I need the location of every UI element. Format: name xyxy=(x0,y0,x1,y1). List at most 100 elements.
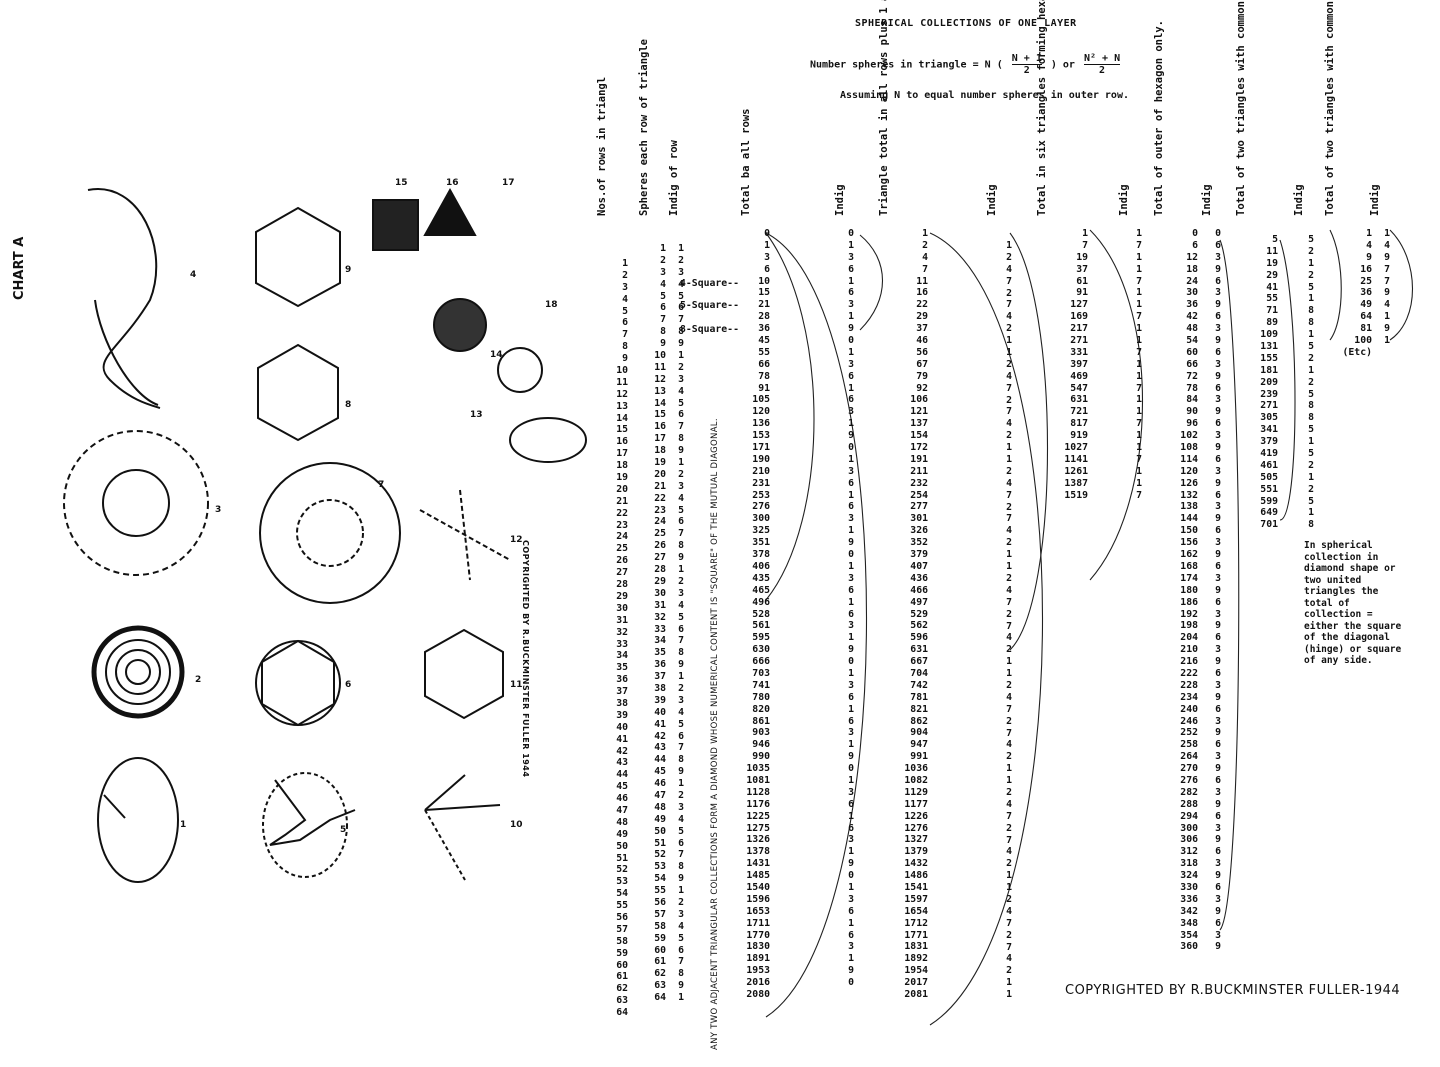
column-cell: 2 xyxy=(1308,376,1314,388)
column-cell: 55 xyxy=(654,885,666,897)
column-cell: 7 xyxy=(678,956,684,968)
column-cell: 45 xyxy=(758,335,770,347)
column-cell: 3 xyxy=(848,834,854,846)
column-cell: 5 xyxy=(622,305,628,317)
column-cell: 6 xyxy=(1215,275,1221,287)
column-cell: 6 xyxy=(678,302,684,314)
column-cell: 234 xyxy=(1180,691,1198,703)
arc-total-rows xyxy=(765,232,867,1018)
square-label: 5-Square-- xyxy=(680,300,739,311)
column-cell: 9 xyxy=(848,644,854,656)
column-cell: 821 xyxy=(910,703,928,715)
column-cell: 92 xyxy=(916,382,928,394)
column-cell: 6 xyxy=(1215,632,1221,644)
column-cell: 336 xyxy=(1180,893,1198,905)
arc-two-tri-center xyxy=(1279,239,1296,521)
column-cell: 0 xyxy=(848,442,854,454)
column-cell: 47 xyxy=(654,789,666,801)
figure-number: 17 xyxy=(502,178,515,188)
column-cell: 8 xyxy=(678,326,684,338)
column-cell: 331 xyxy=(1070,346,1088,358)
formula-n: N xyxy=(984,59,991,71)
column-cell: 254 xyxy=(910,489,928,501)
column-cell: 1379 xyxy=(904,846,928,858)
column-cell: 7 xyxy=(1006,941,1012,953)
column-cell: 9 xyxy=(1215,941,1221,953)
column-cell: 7 xyxy=(1136,275,1142,287)
column-cell: 9 xyxy=(848,430,854,442)
column-cell: 1036 xyxy=(904,763,928,775)
column-cell: 131 xyxy=(1260,341,1278,353)
column-cell: 352 xyxy=(910,537,928,549)
column-cell: 19 xyxy=(1076,251,1088,263)
outer-circle-fig7 xyxy=(259,462,401,604)
column-cell: 341 xyxy=(1260,424,1278,436)
column-cell: 56 xyxy=(654,896,666,908)
column-cell: 7 xyxy=(678,314,684,326)
column-cell: 2081 xyxy=(904,989,928,1000)
column-cell: 228 xyxy=(1180,679,1198,691)
column-cell: 7 xyxy=(1006,620,1012,632)
column-cell: 406 xyxy=(752,560,770,572)
column-cell: 596 xyxy=(910,632,928,644)
column-cell: 1 xyxy=(1006,763,1012,775)
column-cell: 57 xyxy=(654,908,666,920)
column-cell: 4 xyxy=(1006,584,1012,596)
column-cell: 6 xyxy=(848,370,854,382)
column-cell: 171 xyxy=(752,442,770,454)
column-cell: 3 xyxy=(1215,394,1221,406)
column-cell: 35 xyxy=(616,662,628,674)
column-cell: 342 xyxy=(1180,905,1198,917)
column-cell: 2 xyxy=(1006,251,1012,263)
column-cell: 2 xyxy=(1006,858,1012,870)
column-cell: 9 xyxy=(1215,299,1221,311)
header-indig-1: Indig xyxy=(834,184,846,216)
column-cell: 1 xyxy=(1006,442,1012,454)
column-cell: 9 xyxy=(1215,513,1221,525)
column-cell: 7 xyxy=(1384,275,1390,287)
column-cell: 1486 xyxy=(904,870,928,882)
column-cell: 55 xyxy=(616,900,628,912)
column-cell: 2 xyxy=(1006,465,1012,477)
column-cell: 29 xyxy=(616,590,628,602)
column-cell: 61 xyxy=(616,971,628,983)
header-triangle-total: Triangle total in all rows plus 1 at cen… xyxy=(878,0,890,216)
column-cell: 2 xyxy=(1006,644,1012,656)
column-cell: 1 xyxy=(1006,775,1012,787)
column-cell: 3 xyxy=(848,727,854,739)
column-cell: 132 xyxy=(1180,489,1198,501)
column-cell: 7 xyxy=(678,421,684,433)
column-cell: 5 xyxy=(1308,281,1314,293)
header-indig-3: Indig xyxy=(1118,184,1130,216)
column-cell: 820 xyxy=(752,703,770,715)
column-cell: 3 xyxy=(1215,822,1221,834)
figure-number: 7 xyxy=(378,480,385,490)
figure-number: 2 xyxy=(195,675,202,685)
column-cell: 1954 xyxy=(904,965,928,977)
column-cell: 156 xyxy=(1180,537,1198,549)
column-cell: 1654 xyxy=(904,905,928,917)
figure-number: 15 xyxy=(395,178,408,188)
column-cell: 33 xyxy=(654,623,666,635)
column-cell: 3 xyxy=(1215,929,1221,941)
loop-fig18 xyxy=(497,347,543,393)
column-cell: 3 xyxy=(1215,893,1221,905)
column-cell: 28 xyxy=(758,311,770,323)
column-cell: 1485 xyxy=(746,870,770,882)
column-cell: 3 xyxy=(678,801,684,813)
column-cell: 3 xyxy=(1215,572,1221,584)
column-cell: 4 xyxy=(1006,311,1012,323)
column-cell: 8 xyxy=(678,433,684,445)
column-cell: 25 xyxy=(1360,275,1372,287)
column-cell: 7 xyxy=(1006,406,1012,418)
column-cell: 50 xyxy=(654,825,666,837)
column-cell: 12 xyxy=(1186,251,1198,263)
column-cell: 61 xyxy=(654,956,666,968)
column-cell: 45 xyxy=(616,781,628,793)
column-cell: 64 xyxy=(616,1007,628,1019)
column-cell: 51 xyxy=(654,837,666,849)
column-cell: 59 xyxy=(654,932,666,944)
spiral-ring-2 xyxy=(115,649,161,695)
column-cell: 186 xyxy=(1180,596,1198,608)
